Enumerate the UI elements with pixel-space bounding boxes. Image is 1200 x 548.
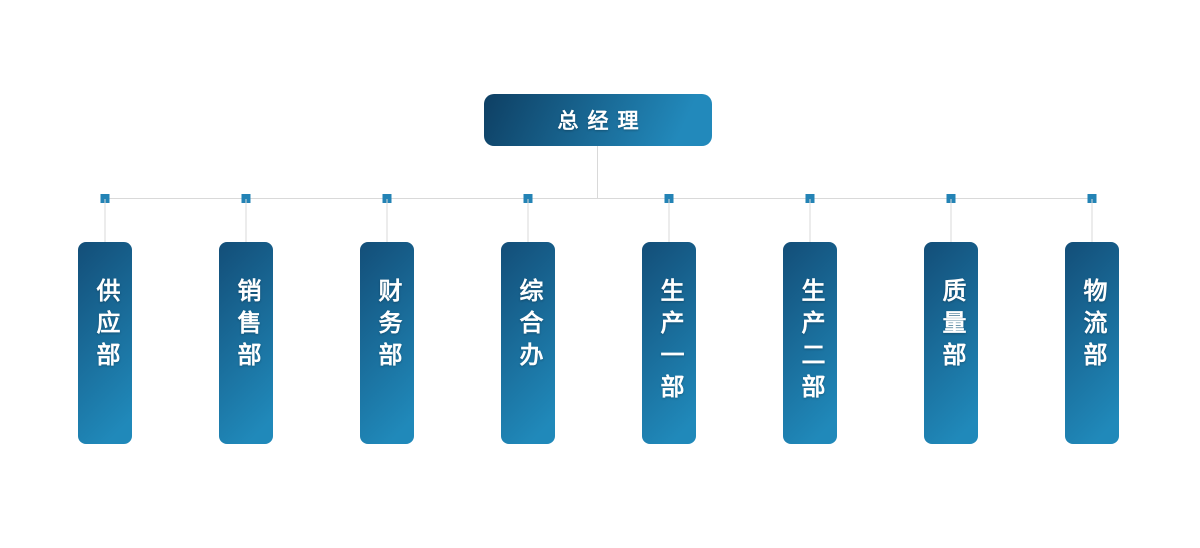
connector-root-vertical: [597, 146, 598, 198]
dept-node-finance: 财务部: [360, 242, 414, 444]
dept-column-production-1: 生产一部: [642, 194, 696, 448]
connector-junction-square: [664, 194, 674, 203]
connector-junction-square: [805, 194, 815, 203]
dept-node-quality: 质量部: [924, 242, 978, 444]
dept-column-general-office: 综合办: [501, 194, 555, 448]
connector-junction-square: [1087, 194, 1097, 203]
dept-column-logistics: 物流部: [1065, 194, 1119, 448]
connector-junction-square: [523, 194, 533, 203]
connector-stub-vertical: [809, 199, 811, 242]
connector-stub-vertical: [386, 199, 388, 242]
dept-node-supply: 供应部: [78, 242, 132, 444]
connector-junction-square: [100, 194, 110, 203]
dept-node-label: 物流部: [1079, 278, 1106, 374]
root-node-general-manager: 总经理: [484, 94, 712, 146]
dept-node-label: 生产一部: [656, 278, 683, 406]
dept-node-label: 质量部: [938, 278, 965, 374]
connector-stub-vertical: [1091, 199, 1093, 242]
dept-column-finance: 财务部: [360, 194, 414, 448]
connector-stub-vertical: [104, 199, 106, 242]
dept-node-label: 综合办: [515, 278, 542, 374]
root-node-label: 总经理: [557, 110, 648, 133]
dept-node-production-2: 生产二部: [783, 242, 837, 444]
connector-junction-square: [946, 194, 956, 203]
connector-stub-vertical: [527, 199, 529, 242]
dept-node-label: 供应部: [92, 278, 119, 374]
dept-node-general-office: 综合办: [501, 242, 555, 444]
dept-node-label: 财务部: [374, 278, 401, 374]
connector-junction-square: [241, 194, 251, 203]
connector-stub-vertical: [668, 199, 670, 242]
connector-junction-square: [382, 194, 392, 203]
dept-node-production-1: 生产一部: [642, 242, 696, 444]
dept-column-production-2: 生产二部: [783, 194, 837, 448]
dept-column-supply: 供应部: [78, 194, 132, 448]
dept-node-label: 销售部: [233, 278, 260, 374]
connector-stub-vertical: [245, 199, 247, 242]
connector-stub-vertical: [950, 199, 952, 242]
dept-column-quality: 质量部: [924, 194, 978, 448]
dept-node-sales: 销售部: [219, 242, 273, 444]
dept-column-sales: 销售部: [219, 194, 273, 448]
dept-node-logistics: 物流部: [1065, 242, 1119, 444]
connector-horizontal: [105, 198, 1092, 199]
dept-node-label: 生产二部: [797, 278, 824, 406]
